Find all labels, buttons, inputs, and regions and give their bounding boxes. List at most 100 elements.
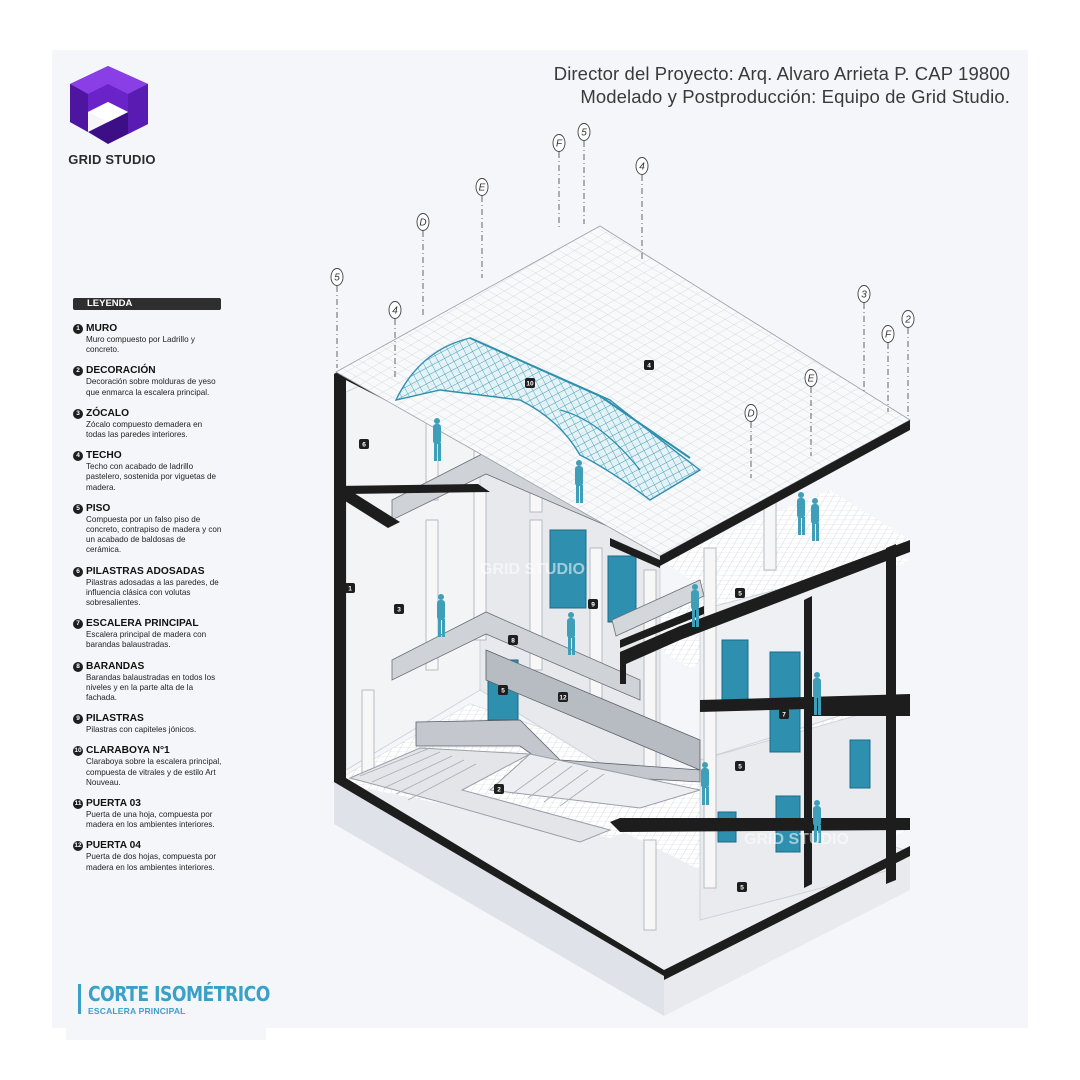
element-tag-marker — [498, 685, 508, 695]
grid-axis-label: 5 — [581, 128, 587, 139]
human-figures — [433, 418, 821, 843]
grid-axis-label: 4 — [392, 306, 398, 317]
legend-item-title: PILASTRAS ADOSADAS — [86, 565, 205, 577]
grid-axis-bubble — [577, 123, 591, 141]
grid-axis-label: F — [885, 330, 892, 341]
legend-item-description: Barandas balaustradas en todos los nivel… — [86, 672, 216, 703]
element-tag-marker — [735, 588, 745, 598]
watermark-text: GRID STUDIO — [480, 561, 585, 578]
element-tag-label: 10 — [526, 381, 534, 388]
watermark-text: GRID STUDIO — [744, 831, 849, 848]
grid-axis-bubble — [881, 325, 895, 343]
legend-number-badge: 8 — [73, 661, 83, 672]
legend-item-description: Pilastras con capiteles jónicos. — [86, 725, 197, 735]
grid-axis-label: F — [556, 139, 563, 150]
legend-item-title: TECHO — [86, 450, 122, 462]
main-staircase — [348, 747, 701, 843]
legend-number-badge: 7 — [73, 619, 83, 630]
element-tag-marker — [644, 360, 654, 370]
legend-item-description: Escalera principal de madera con baranda… — [86, 630, 207, 650]
legend-item-description: Techo con acabado de ladrillo pastelero,… — [86, 462, 217, 492]
legend-number-badge: 6 — [73, 566, 83, 577]
legend-item-description: Pilastras adosadas a las paredes, de inf… — [86, 577, 219, 608]
legend-item-title: ZÓCALO — [86, 407, 130, 419]
grid-axis-bubble — [635, 157, 649, 175]
sheet-edge — [66, 1028, 266, 1040]
grid-axis-bubble — [901, 310, 915, 328]
element-tag-marker — [779, 709, 789, 719]
element-tag-label: 8 — [511, 638, 515, 645]
grid-axis-bubble — [804, 369, 818, 387]
grid-studio-logo: GRID STUDIO — [66, 66, 158, 170]
grid-axis-label: D — [419, 218, 426, 229]
grid-axis-label: 4 — [639, 162, 645, 173]
grid-axis-label: 5 — [334, 273, 340, 284]
element-tag-marker — [558, 692, 568, 702]
legend-item-title: MURO — [86, 323, 118, 334]
legend-number-badge: 2 — [73, 366, 83, 377]
grid-axis-bubble — [475, 178, 489, 196]
grid-axis-bubble — [857, 285, 871, 303]
project-credits: Director del Proyecto: Arq. Alvaro Arrie… — [554, 62, 1010, 108]
grid-axis-label: E — [808, 374, 815, 385]
legend-number-badge: 1 — [73, 324, 83, 334]
element-tag-label: 2 — [497, 787, 501, 794]
grid-axis-bubble — [416, 213, 430, 231]
element-tag-label: 5 — [501, 688, 505, 695]
credits-director: Director del Proyecto: Arq. Alvaro Arrie… — [553, 63, 1010, 84]
element-tag-marker — [508, 635, 518, 645]
legend-number-badge: 10 — [73, 746, 83, 757]
credits-modeling: Modelado y Postproducción: Equipo de Gri… — [580, 86, 1010, 107]
legend-item-description: Muro compuesto por Ladrillo y concreto. — [86, 335, 195, 355]
watermarks: GRID STUDIO GRID STUDIO — [480, 561, 849, 848]
drawing-subtitle: ESCALERA PRINCIPAL — [88, 1006, 186, 1016]
element-tag-marker — [345, 583, 355, 593]
legend-item-title: PUERTA 04 — [86, 840, 141, 852]
skylight-claraboya — [394, 337, 702, 501]
logo-wordmark: GRID STUDIO — [68, 152, 156, 167]
element-tag-label: 5 — [738, 764, 742, 771]
roof-slab — [335, 225, 911, 566]
drawing-title-block: CORTE ISOMÉTRICO ESCALERA PRINCIPAL — [78, 982, 299, 1016]
legend-item-description: Puerta de una hoja, compuesta por madera… — [86, 810, 215, 830]
legend-number-badge: 11 — [73, 799, 83, 810]
element-tag-label: 5 — [740, 885, 744, 892]
legend-number-badge: 9 — [73, 714, 83, 725]
legend-number-badge: 4 — [73, 451, 83, 462]
element-tag-label: 7 — [782, 712, 786, 719]
grid-axis-bubble — [388, 301, 402, 319]
title-accent-bar — [78, 984, 81, 1014]
legend-item-title: ESCALERA PRINCIPAL — [86, 618, 199, 630]
element-tag-label: 4 — [647, 363, 651, 370]
element-tag-label: 5 — [738, 591, 742, 598]
grid-axis-bubble — [744, 404, 758, 422]
legend-number-badge: 5 — [73, 503, 83, 514]
legend-item-title: DECORACIÓN — [86, 365, 156, 377]
legend-item-title: BARANDAS — [86, 660, 145, 672]
legend-item-description: Decoración sobre molduras de yeso que en… — [86, 377, 216, 397]
grid-axis-label: D — [747, 409, 754, 420]
element-tag-marker — [359, 439, 369, 449]
element-tag-marker — [525, 378, 535, 388]
element-tag-marker — [494, 784, 504, 794]
element-tag-marker — [588, 599, 598, 609]
legend-item-description: Puerta de dos hojas, compuesta por mader… — [86, 852, 217, 872]
legend-item-title: PUERTA 03 — [86, 798, 141, 810]
cube-logo-icon — [70, 66, 148, 144]
legend-title: LEYENDA — [73, 298, 221, 310]
grid-axis-label: 2 — [904, 315, 911, 326]
element-tag-marker — [737, 882, 747, 892]
legend-item-description: Compuesta por un falso piso de concreto,… — [86, 514, 222, 555]
